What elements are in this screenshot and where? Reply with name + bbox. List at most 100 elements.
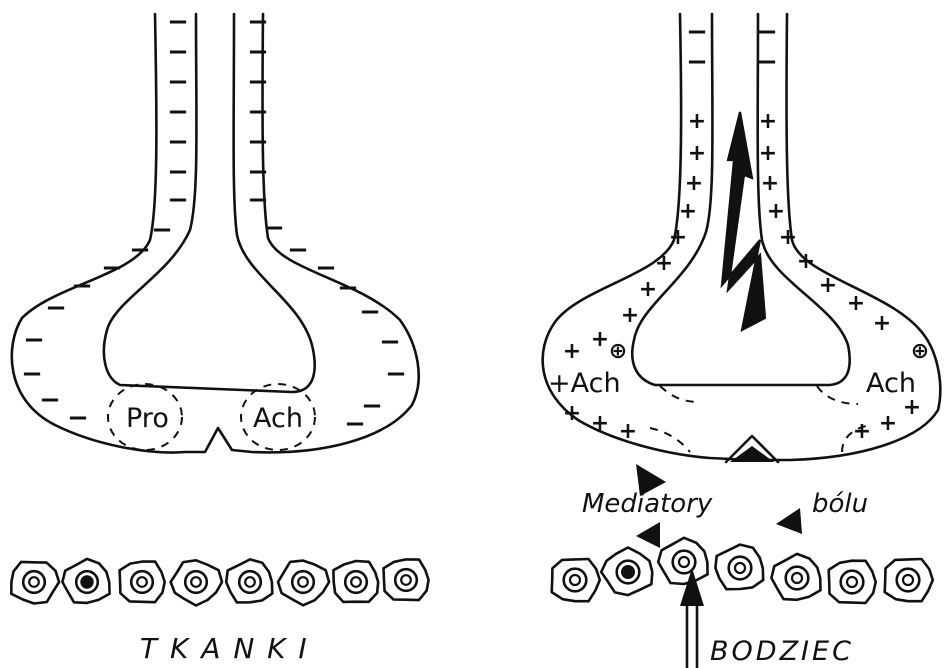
cell-nucleus (897, 569, 920, 592)
right-tissue-cells (552, 538, 933, 603)
minus-sign: − (67, 403, 89, 433)
right-released-mediator (730, 446, 774, 462)
plus-sign: + (873, 311, 891, 336)
plus-sign: + (903, 395, 921, 420)
plus-sign: + (759, 109, 777, 134)
cell-membrane (715, 545, 763, 590)
minus-sign: − (263, 213, 285, 243)
cell-nucleolus (792, 573, 802, 583)
cell-nucleus (345, 571, 367, 593)
minus-sign: − (247, 67, 269, 97)
cell-membrane (829, 561, 876, 603)
cell-membrane (278, 561, 329, 606)
cell-nucleus (564, 569, 587, 592)
minus-sign: − (686, 47, 708, 77)
minus-sign: − (247, 97, 269, 127)
cell-membrane (552, 559, 600, 601)
tissue-cell (658, 538, 707, 584)
cell-nucleus (841, 571, 864, 594)
mediator-triangle-3 (776, 508, 802, 534)
plus-sign: + (688, 109, 706, 134)
minus-sign: − (45, 293, 67, 323)
cell-membrane (384, 559, 429, 600)
tissue-cell (885, 559, 933, 601)
cell-membrane (885, 559, 933, 601)
mediator-triangle-2 (636, 522, 660, 548)
cell-nucleus (292, 571, 314, 593)
plus-sign: + (853, 419, 871, 444)
tissue-cell (226, 559, 272, 602)
plus-sign: + (797, 249, 815, 274)
plus-sign: + (819, 273, 837, 298)
cell-nucleolus (137, 577, 147, 587)
right-vesicle-arc-1 (660, 386, 700, 402)
plus-sign: + (879, 411, 897, 436)
minus-sign: − (71, 271, 93, 301)
tissue-cell (120, 562, 165, 603)
mediatory-label: Mediatory (582, 489, 713, 519)
minus-sign: − (167, 127, 189, 157)
cell-nucleolus (29, 577, 39, 587)
plus-sign: + (759, 141, 777, 166)
cell-nucleus (395, 569, 417, 591)
tissue-cell (552, 559, 600, 601)
minus-sign: − (247, 127, 269, 157)
tissue-cell (829, 561, 876, 603)
cell-nucleolus (351, 577, 361, 587)
minus-sign: − (359, 297, 381, 327)
cell-nucleolus (191, 577, 201, 587)
cell-membrane (226, 559, 272, 602)
cell-nucleolus (401, 575, 411, 585)
plus-sign: + (847, 291, 865, 316)
plus-sign: + (679, 199, 697, 224)
circled-plus-sign: ⊕ (911, 339, 929, 364)
minus-sign: − (167, 37, 189, 67)
plus-sign: + (563, 401, 581, 426)
tissue-cell (601, 548, 652, 596)
minus-sign: − (167, 97, 189, 127)
tissue-cell (333, 561, 378, 602)
minus-sign: − (686, 17, 708, 47)
plus-sign: + (591, 411, 609, 436)
cell-membrane (333, 561, 378, 602)
minus-sign: − (247, 7, 269, 37)
minus-sign: − (344, 409, 366, 439)
plus-sign: + (685, 171, 703, 196)
bolu-label: bólu (812, 489, 868, 519)
minus-sign: − (337, 273, 359, 303)
right-vesicle-arc-2 (817, 386, 858, 404)
plus-sign: + (761, 171, 779, 196)
plus-sign: + (779, 225, 797, 250)
left-pro-label: Pro (126, 403, 169, 434)
minus-sign: − (385, 359, 407, 389)
tissue-cell (384, 559, 429, 600)
plus-sign: + (639, 277, 657, 302)
right-ach-left-label: +Ach (548, 368, 621, 399)
minus-sign: − (23, 325, 45, 355)
minus-sign: − (756, 47, 778, 77)
cell-nucleolus (245, 577, 255, 587)
tissue-cell (11, 562, 59, 604)
stimulus-label: BODZIEC (710, 636, 854, 667)
plus-sign: + (621, 303, 639, 328)
cell-membrane (120, 562, 165, 603)
cell-nucleus (786, 567, 809, 590)
cell-nucleus (729, 557, 752, 580)
minus-sign: − (315, 253, 337, 283)
tissue-cell (715, 545, 763, 590)
left-ending-outer-contour (12, 14, 419, 453)
minus-sign: − (756, 17, 778, 47)
cell-membrane (771, 554, 820, 600)
minus-sign: − (247, 185, 269, 215)
cell-nucleolus (298, 577, 308, 587)
right-nerve-ending: +Ach Ach −−−−+++++++++++++++++++++++++⊕⊕ (543, 14, 941, 462)
cell-nucleolus (679, 557, 689, 567)
left-tissue-label: T K A N K I (140, 632, 309, 665)
left-tissue-cells (11, 559, 428, 606)
minus-sign: − (247, 37, 269, 67)
tissue-cell (62, 559, 109, 603)
plus-sign: + (767, 199, 785, 224)
minus-sign: − (167, 67, 189, 97)
cell-nucleus (131, 571, 153, 593)
